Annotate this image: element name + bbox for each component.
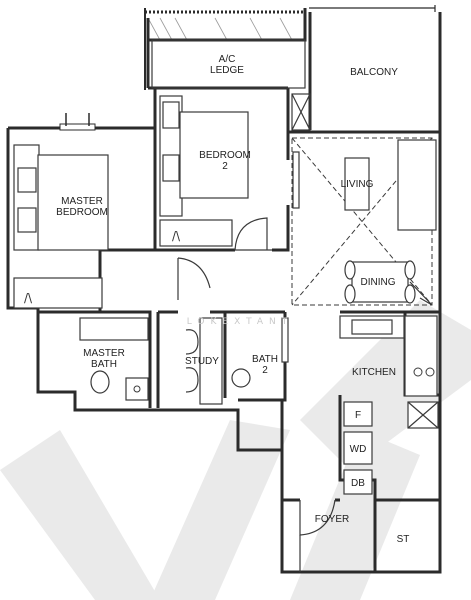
master-bath-fixtures: [79, 317, 149, 401]
bedroom2-wardrobe: /\: [159, 95, 249, 247]
label-foyer: FOYER: [315, 514, 349, 525]
label-master-bedroom-1: MASTER: [61, 196, 103, 207]
label-db: DB: [351, 478, 365, 489]
door-swings: [177, 217, 433, 572]
label-ac-ledge-1: A/C: [219, 54, 236, 65]
study-furniture: [185, 317, 223, 405]
label-bath2-2: 2: [262, 365, 268, 376]
shaft: [291, 93, 311, 131]
label-ac-ledge-2: LEDGE: [210, 65, 244, 76]
label-dining: DINING: [361, 277, 396, 288]
bath2-fixtures: [231, 317, 289, 388]
label-master-bath-2: BATH: [91, 359, 117, 370]
label-balcony: BALCONY: [350, 67, 398, 78]
label-master-bath-1: MASTER: [83, 348, 125, 359]
label-fridge: F: [355, 410, 361, 421]
room-labels: A/C LEDGE BALCONY BEDROOM 2 MASTER BEDRO…: [56, 54, 409, 545]
svg-text:/\: /\: [24, 291, 33, 305]
svg-text:/\: /\: [172, 229, 181, 243]
living-furniture: [292, 139, 437, 231]
watermark-text: LOKEXTANT: [187, 317, 294, 327]
label-bath2-1: BATH: [252, 354, 278, 365]
label-bedroom2-1: BEDROOM: [199, 150, 251, 161]
label-washer-dryer: WD: [350, 444, 367, 455]
watermark-strokes: [0, 300, 471, 600]
label-bedroom2-2: 2: [222, 161, 228, 172]
dining-set: [344, 260, 416, 304]
window-master: [59, 113, 96, 131]
label-store: ST: [397, 534, 410, 545]
label-living: LIVING: [341, 179, 374, 190]
label-kitchen: KITCHEN: [352, 367, 396, 378]
master-bedroom-furniture: /\: [13, 144, 109, 309]
kitchen-fixtures: [339, 315, 439, 495]
label-master-bedroom-2: BEDROOM: [56, 207, 108, 218]
balcony-railing: [144, 5, 436, 90]
ac-ledge-edge: [151, 39, 306, 89]
ac-ledge-hatch: [147, 17, 293, 41]
label-study: STUDY: [185, 356, 219, 367]
